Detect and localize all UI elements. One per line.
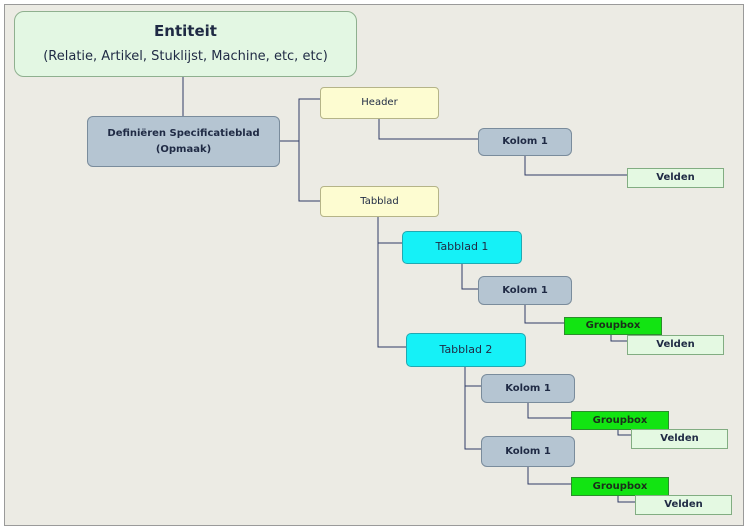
tab2-groupbox-b-box: Groupbox [571, 477, 669, 496]
tabblad-box: Tabblad [320, 186, 439, 217]
tab2-fields-b-box: Velden [635, 495, 732, 515]
tab2-fields-a-box: Velden [631, 429, 728, 449]
connector-lines [182, 77, 635, 503]
entity-box: Entiteit (Relatie, Artikel, Stuklijst, M… [14, 11, 357, 77]
tab1-groupbox-box: Groupbox [564, 317, 662, 335]
connector-tab2-column-b-groupbox [527, 466, 571, 485]
connector-tab2-column-b [464, 386, 481, 450]
header-fields-box: Velden [627, 168, 724, 188]
tab2-column-a-box: Kolom 1 [481, 374, 575, 403]
tab1-column-box: Kolom 1 [478, 276, 572, 305]
connector-tab1-groupbox-fields [610, 335, 627, 342]
connector-definition-header [280, 98, 320, 142]
header-column-box: Kolom 1 [478, 128, 572, 156]
diagram-canvas: Entiteit (Relatie, Artikel, Stuklijst, M… [4, 4, 744, 526]
connector-header-column-fields [524, 156, 627, 176]
entity-title: Entiteit [154, 21, 217, 40]
connector-tab2-groupbox-a-fields [617, 430, 631, 436]
tab1-fields-box: Velden [627, 335, 724, 355]
tab2-groupbox-a-box: Groupbox [571, 411, 669, 430]
header-box: Header [320, 87, 439, 119]
connector-tab2-groupbox-b-fields [617, 496, 635, 503]
connector-tab1-column [461, 264, 478, 290]
connector-tabblad-tab2 [377, 243, 406, 348]
define-sheet-subtitle: (Opmaak) [155, 143, 212, 155]
tab1-box: Tabblad 1 [402, 231, 522, 264]
connector-tab2-column-a-groupbox [527, 403, 571, 419]
connector-tab1-column-groupbox [524, 305, 564, 324]
connector-definition-tabblad [298, 141, 320, 202]
connector-tab2-column-a [464, 367, 481, 387]
define-sheet-box: Definiëren Specificatieblad (Opmaak) [87, 116, 280, 167]
tab2-box: Tabblad 2 [406, 333, 526, 367]
connector-tabblad-tab1 [377, 217, 402, 244]
tab2-column-b-box: Kolom 1 [481, 436, 575, 467]
connector-header-column [378, 119, 478, 140]
entity-subtitle: (Relatie, Artikel, Stuklijst, Machine, e… [43, 49, 328, 65]
define-sheet-title: Definiëren Specificatieblad [107, 128, 260, 139]
